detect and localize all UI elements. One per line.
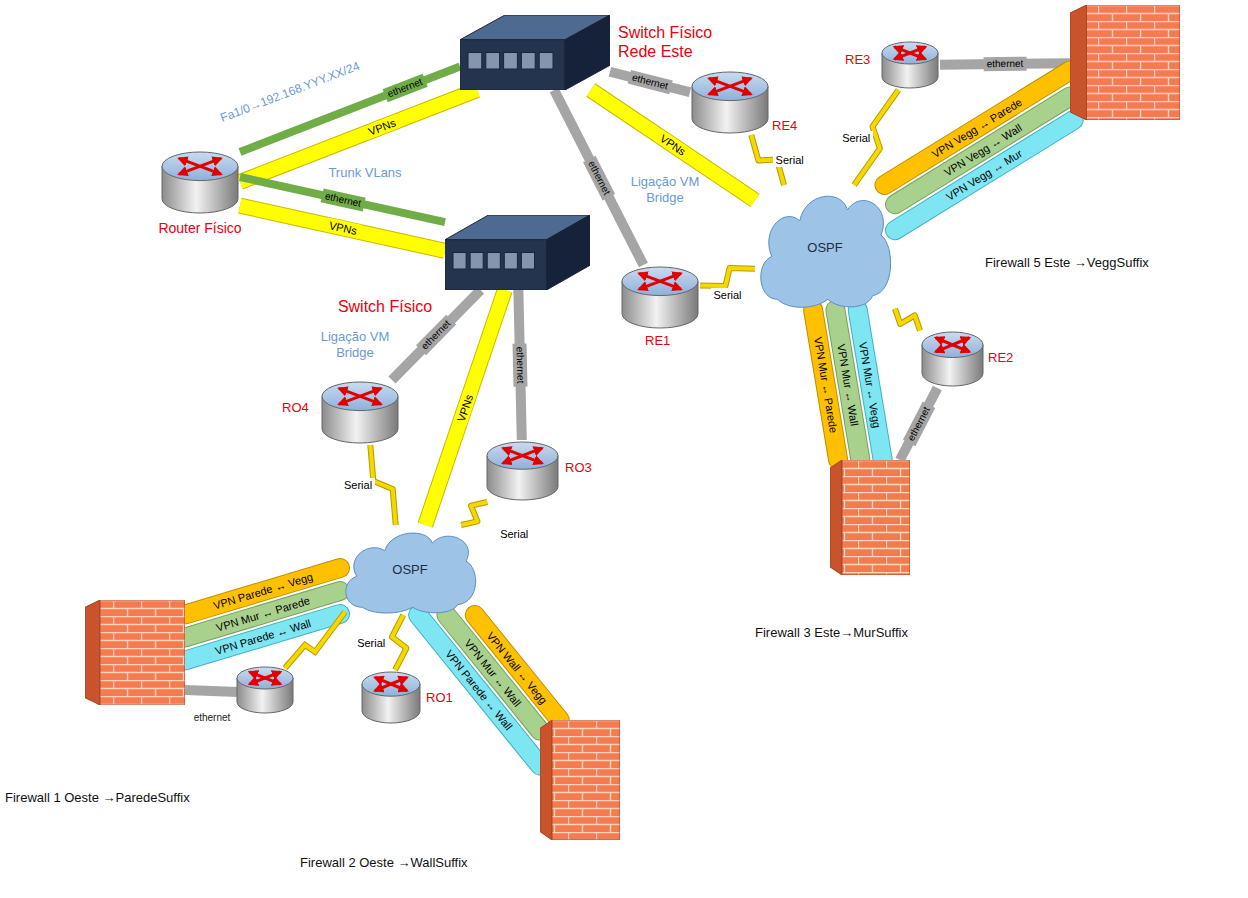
connector-label: Serial <box>839 131 873 145</box>
node-label: RE3 <box>845 52 870 68</box>
connector-label: ethernet <box>320 188 365 211</box>
connector-label: ethernet <box>513 343 528 386</box>
node-label: RO1 <box>426 690 453 706</box>
connector-label: ethernet <box>383 74 428 103</box>
router-icon <box>690 70 770 135</box>
ospf-cloud: OSPF <box>755 185 895 310</box>
firewall: Firewall 2 Oeste →WallSuffix <box>540 720 620 840</box>
router-icon <box>360 670 422 725</box>
router: RO1 <box>360 670 422 725</box>
node-label: RE1 <box>645 333 670 349</box>
node-label: RE2 <box>988 350 1013 366</box>
connector-label: Serial <box>354 636 388 650</box>
connector-label: VPNs <box>453 389 477 426</box>
node-label: RO4 <box>282 400 309 416</box>
node-label: OSPF <box>340 562 480 578</box>
router-icon <box>620 265 700 330</box>
firewall-icon <box>830 460 910 575</box>
router: Router Físico <box>160 150 240 215</box>
text-label: ethernet <box>194 712 231 724</box>
connector-label: VPNs <box>655 130 691 161</box>
router: RE1 <box>620 265 700 330</box>
connector <box>461 502 487 525</box>
ethernet-link <box>185 690 238 692</box>
connector-label: VPNs <box>324 218 360 239</box>
router: RE2 <box>920 330 985 388</box>
router: RE3 <box>880 40 940 90</box>
connector <box>895 309 920 331</box>
router-icon <box>320 380 400 445</box>
firewall-icon <box>540 720 620 840</box>
firewall: Firewall 1 Oeste →ParedeSuffix <box>85 600 185 705</box>
firewall: Firewall 5 Este →VeggSuffix <box>1070 5 1180 120</box>
connector-label: Serial <box>710 288 744 302</box>
connector <box>240 206 445 251</box>
node-label: RE4 <box>772 118 797 134</box>
connector <box>418 615 540 766</box>
router: RE4 <box>690 70 770 135</box>
router: RO4 <box>320 380 400 445</box>
text-label: Ligação VM Bridge <box>319 329 391 360</box>
firewall-icon <box>1070 5 1180 120</box>
node-label: Firewall 2 Oeste →WallSuffix <box>300 855 468 871</box>
node-label: Firewall 3 Este→MurSuffix <box>755 625 908 641</box>
router-icon <box>235 665 295 715</box>
connector <box>895 96 1070 204</box>
connector-label: ethernet <box>984 57 1027 71</box>
switch-icon <box>445 215 590 290</box>
node-label: Switch Físico Rede Este <box>618 23 728 61</box>
node-label: Router Físico <box>145 220 255 237</box>
router-icon <box>485 440 560 502</box>
node-label: Firewall 5 Este →VeggSuffix <box>985 255 1149 271</box>
router: RO3 <box>485 440 560 502</box>
node-label: OSPF <box>755 240 895 256</box>
connector <box>700 268 755 286</box>
firewall-icon <box>85 600 185 705</box>
switch-icon <box>460 15 610 90</box>
connector <box>895 120 1074 230</box>
connector-label: ethernet <box>583 155 615 199</box>
text-label: Trunk VLans <box>328 165 401 181</box>
connector-label: VPNs <box>364 114 401 139</box>
text-label: Ligação VM Bridge <box>629 174 701 205</box>
firewall: Firewall 3 Este→MurSuffix <box>830 460 910 575</box>
connector-label: ethernet <box>416 315 456 355</box>
connector <box>392 615 407 670</box>
connector-label: ethernet <box>903 402 935 446</box>
connector <box>900 388 937 460</box>
connector-label: Serial <box>497 527 531 541</box>
text-label: Fa1/0→192.168.YYY.XX/24 <box>218 59 361 125</box>
node-label: Switch Físico <box>330 297 440 316</box>
connector-label: ethernet <box>628 70 673 94</box>
connector-label: Serial <box>341 478 375 492</box>
router-icon <box>920 330 985 388</box>
node-label: RO3 <box>565 460 592 476</box>
connector-label: Serial <box>773 153 807 167</box>
router-icon <box>880 40 940 90</box>
node-label: Firewall 1 Oeste →ParedeSuffix <box>5 790 190 806</box>
switch: Switch Físico Rede Este <box>460 15 610 90</box>
ospf-cloud: OSPF <box>340 525 480 615</box>
router <box>235 665 295 715</box>
switch: Switch Físico <box>445 215 590 290</box>
router-icon <box>160 150 240 215</box>
